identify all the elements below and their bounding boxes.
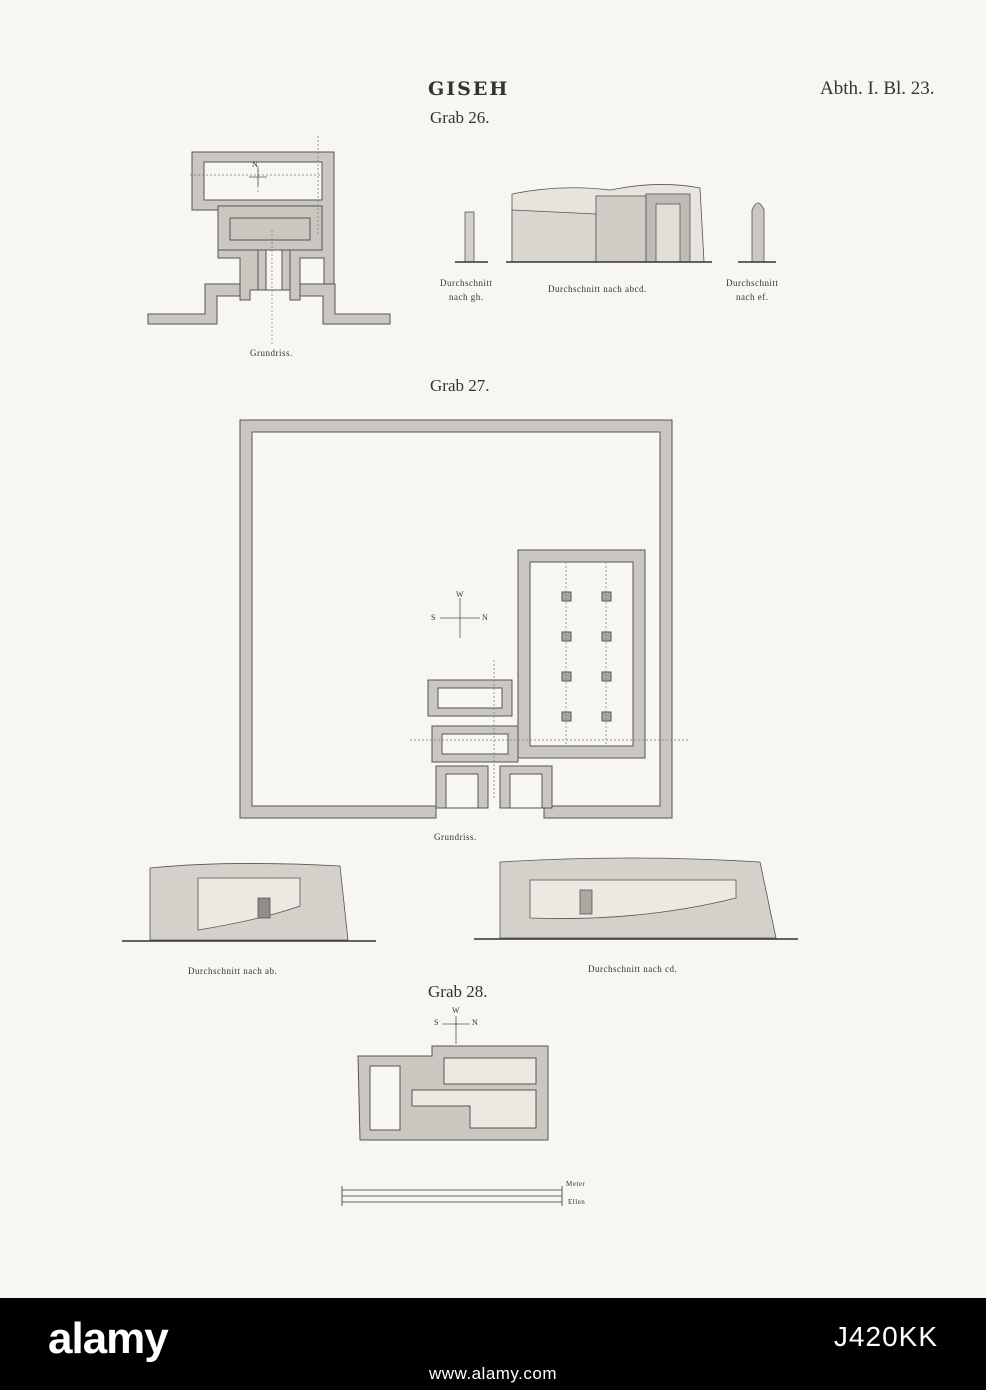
grab-28-compass-north: N <box>472 1018 479 1027</box>
grab-26-compass-north: N <box>252 160 259 169</box>
grab-28-plan <box>357 1045 549 1141</box>
grab-28-compass-west: W <box>452 1006 461 1015</box>
grab-26-heading: Grab 26. <box>430 108 490 127</box>
grab-27-section-cd-caption: Durchschnitt nach cd. <box>588 964 678 974</box>
grab-28-compass-icon <box>442 1016 470 1044</box>
grab-26-section-gh <box>455 211 488 263</box>
grab-27-plan-caption: Grundriss. <box>434 832 477 842</box>
watermark-url: www.alamy.com <box>428 1364 558 1383</box>
grab-28-heading: Grab 28. <box>428 982 488 1001</box>
grab-27-section-ab-caption: Durchschnitt nach ab. <box>188 966 278 976</box>
grab-26-section-ef-caption: Durchschnitt nach ef. <box>726 278 779 302</box>
plate-number: Abth. I. Bl. 23. <box>820 78 935 99</box>
scale-bar-graphic <box>341 1186 563 1206</box>
grab-26-section-abcd <box>506 184 712 263</box>
grab-27-compass-south: S <box>431 613 436 622</box>
grab-27-heading: Grab 27. <box>430 376 490 395</box>
scale-bar-bottom-units: Ellen <box>568 1198 586 1206</box>
watermark-image-id: J420KK <box>833 1321 938 1352</box>
grab-27-section-cd <box>474 857 798 940</box>
grab-27-compass-west: W <box>456 590 465 599</box>
grab-27-compass-icon <box>440 598 480 638</box>
plate-title: GISEH <box>428 78 510 100</box>
grab-26-plan-caption: Grundriss. <box>250 348 293 358</box>
grab-26-section-abcd-caption: Durchschnitt nach abcd. <box>548 284 647 294</box>
plate: GISEH Abth. I. Bl. 23. Grab 26. <box>0 0 986 1298</box>
grab-26-section-gh-caption: Durchschnitt nach gh. <box>440 278 493 302</box>
watermark-logo: alamy <box>48 1314 169 1363</box>
grab-27-plan <box>239 419 673 819</box>
grab-27-compass-north: N <box>482 613 489 622</box>
grab-27-axes <box>410 562 690 798</box>
grab-27-section-ab <box>122 863 376 942</box>
grab-26-plan <box>147 151 391 325</box>
grab-28-compass-south: S <box>434 1018 439 1027</box>
scale-bar-top-units: Meter <box>566 1180 586 1188</box>
grab-26-compass-icon <box>249 168 267 186</box>
grab-26-section-ef <box>738 202 776 263</box>
plate-drawings <box>122 136 798 1206</box>
watermark-band <box>0 1298 986 1390</box>
